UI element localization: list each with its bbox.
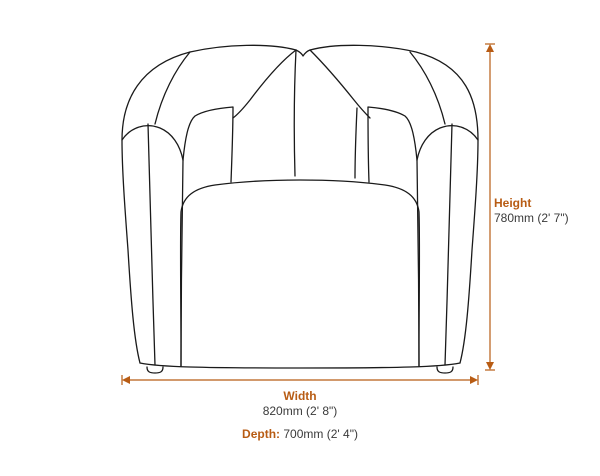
width-arrow-left xyxy=(122,376,130,384)
seat-cushion xyxy=(179,179,421,367)
right-foot xyxy=(436,366,454,374)
right-arm-seam xyxy=(444,123,453,366)
backrest-upper-left-seam xyxy=(154,51,191,125)
left-arm-seam xyxy=(147,123,156,366)
backrest-left-panel xyxy=(232,49,297,119)
height-arrow-bottom xyxy=(486,362,494,370)
armchair-illustration xyxy=(121,44,479,374)
backrest-right-panel xyxy=(309,49,371,119)
width-value: 820mm (2' 8") xyxy=(262,404,338,418)
left-arm-front-curve xyxy=(121,125,184,161)
width-arrow-right xyxy=(470,376,478,384)
depth-title: Depth: xyxy=(242,427,281,441)
chair-outer-shell xyxy=(121,44,479,364)
right-bolster xyxy=(367,106,418,183)
height-value: 780mm (2' 7") xyxy=(494,211,569,225)
height-dimension-label: Height 780mm (2' 7") xyxy=(494,196,569,226)
right-inner-back-seam xyxy=(354,107,358,179)
dimension-lines xyxy=(121,43,495,385)
depth-value: 700mm (2' 4") xyxy=(283,427,358,441)
backrest-center-seam xyxy=(293,49,297,177)
height-arrow-top xyxy=(486,44,494,52)
chair-base-line xyxy=(139,362,461,369)
left-bolster xyxy=(182,106,234,183)
height-title: Height xyxy=(494,196,532,210)
backrest-upper-right-seam xyxy=(409,51,446,125)
right-arm-front-curve xyxy=(416,125,479,161)
width-title: Width xyxy=(283,389,317,403)
width-dimension-label: Width 820mm (2' 8") xyxy=(200,389,400,419)
depth-dimension-label: Depth: 700mm (2' 4") xyxy=(200,427,400,442)
left-foot xyxy=(146,366,164,374)
